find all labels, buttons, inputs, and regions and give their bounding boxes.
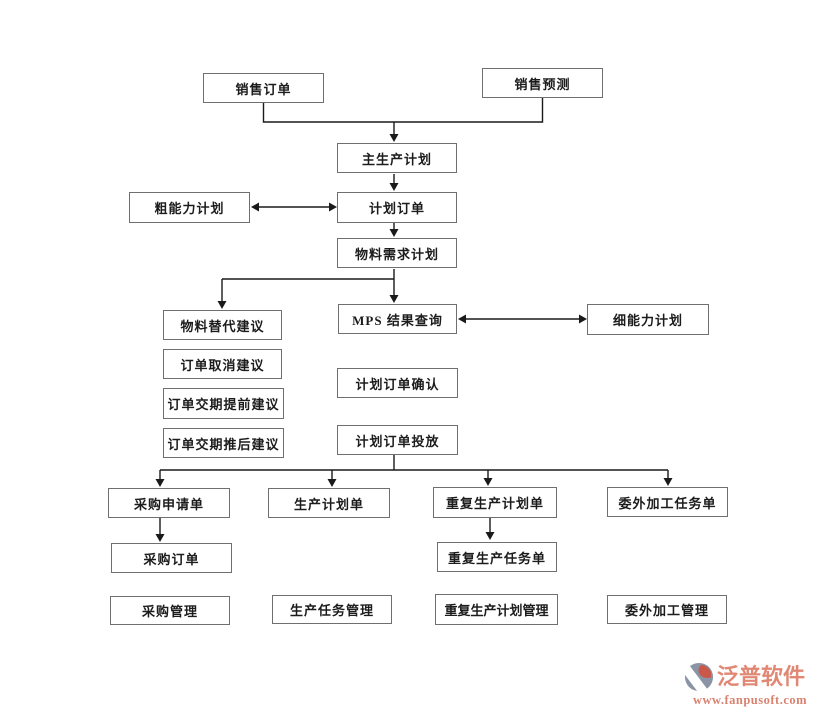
node-planned-order-confirm: 计划订单确认 — [337, 368, 458, 398]
node-detailed-capacity-plan: 细能力计划 — [587, 304, 709, 335]
node-planned-order-release: 计划订单投放 — [337, 425, 458, 455]
node-rough-capacity-plan: 粗能力计划 — [129, 192, 250, 223]
node-order-due-advance-suggestion: 订单交期提前建议 — [163, 388, 284, 419]
node-purchase-management: 采购管理 — [110, 596, 230, 625]
node-production-task-management: 生产任务管理 — [272, 595, 392, 624]
fanpu-logo-icon — [681, 662, 714, 693]
vendor-url: www.fanpusoft.com — [692, 693, 808, 707]
vendor-name: 泛普软件 — [717, 664, 806, 689]
node-purchase-order: 采购订单 — [111, 543, 232, 573]
node-repeat-production-plan-order: 重复生产计划单 — [433, 487, 557, 518]
node-material-substitute-suggestion: 物料替代建议 — [163, 310, 282, 340]
node-master-production-schedule: 主生产计划 — [337, 143, 457, 173]
node-order-due-postpone-suggestion: 订单交期推后建议 — [163, 428, 284, 458]
node-order-cancel-suggestion: 订单取消建议 — [163, 349, 282, 379]
node-sales-forecast: 销售预测 — [482, 68, 603, 98]
node-production-plan-order: 生产计划单 — [268, 488, 390, 518]
node-repeat-production-plan-management: 重复生产计划管理 — [435, 594, 558, 625]
node-planned-order: 计划订单 — [337, 192, 457, 223]
node-sales-order: 销售订单 — [203, 73, 324, 103]
node-outsourcing-task-order: 委外加工任务单 — [607, 487, 728, 517]
node-mps-result-query: MPS 结果查询 — [338, 304, 457, 334]
node-repeat-production-task-order: 重复生产任务单 — [437, 542, 557, 572]
node-material-requirements-plan: 物料需求计划 — [337, 238, 457, 268]
node-outsourcing-management: 委外加工管理 — [607, 595, 727, 624]
vendor-logo: 泛普软件 www.fanpusoft.com — [681, 662, 816, 708]
merge-connector — [262, 98, 544, 123]
node-purchase-requisition: 采购申请单 — [108, 488, 230, 518]
